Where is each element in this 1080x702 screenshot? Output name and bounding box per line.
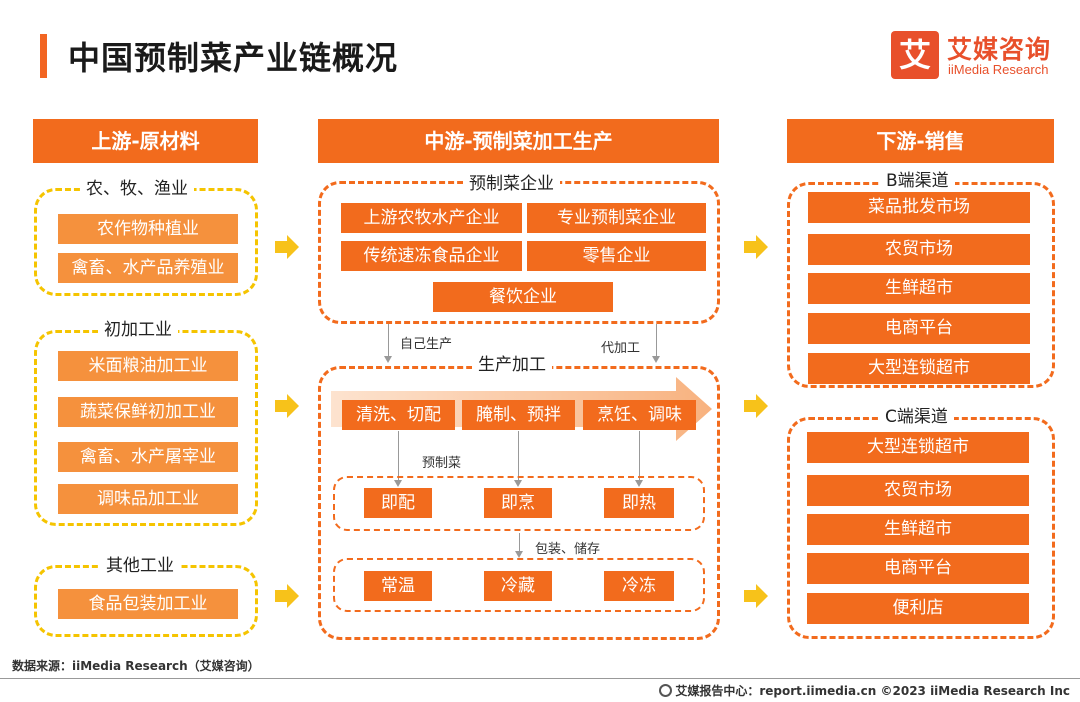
storage-item: 冷藏	[484, 571, 552, 601]
title-accent-bar	[40, 34, 47, 78]
process-step: 烹饪、调味	[583, 400, 696, 430]
connector-line	[519, 533, 520, 553]
process-step: 清洗、切配	[342, 400, 455, 430]
c-channel-label: C端渠道	[879, 402, 954, 427]
upstream-item: 禽畜、水产品养殖业	[58, 253, 238, 283]
flow-arrow-icon	[275, 584, 299, 608]
upstream-item: 调味品加工业	[58, 484, 238, 514]
upstream-group-label: 农、牧、渔业	[80, 174, 194, 199]
b-channel-item: 大型连锁超市	[808, 353, 1030, 384]
flow-arrow-icon	[744, 235, 768, 259]
midstream-header: 中游-预制菜加工生产	[318, 119, 719, 163]
arrow-head-icon	[384, 356, 392, 363]
b-channel-item: 电商平台	[808, 313, 1030, 344]
b-channel-item: 农贸市场	[808, 234, 1030, 265]
flow-arrow-icon	[744, 584, 768, 608]
ready-type-item: 即烹	[484, 488, 552, 518]
c-channel-item: 便利店	[807, 593, 1029, 624]
c-channel-item: 电商平台	[807, 553, 1029, 584]
downstream-header: 下游-销售	[787, 119, 1054, 163]
upstream-item: 食品包装加工业	[58, 589, 238, 619]
ready-type-group	[333, 476, 705, 531]
globe-icon	[659, 684, 673, 697]
connector-line	[388, 324, 389, 358]
upstream-item: 蔬菜保鲜初加工业	[58, 397, 238, 427]
storage-item: 常温	[364, 571, 432, 601]
footer-divider	[0, 678, 1080, 679]
c-channel-item: 生鲜超市	[807, 514, 1029, 545]
footer: 艾媒报告中心：report.iimedia.cn ©2023 iiMedia R…	[659, 682, 1070, 699]
ready-type-item: 即配	[364, 488, 432, 518]
upstream-header: 上游-原材料	[33, 119, 258, 163]
upstream-item: 米面粮油加工业	[58, 351, 238, 381]
upstream-group-label: 初加工业	[98, 315, 178, 340]
iimedia-logo-icon: 艾	[891, 31, 939, 79]
arrow-head-icon	[635, 480, 643, 487]
upstream-item: 农作物种植业	[58, 214, 238, 244]
data-source: 数据来源：iiMedia Research（艾媒咨询）	[12, 659, 260, 673]
c-channel-item: 农贸市场	[807, 475, 1029, 506]
enterprise-item: 专业预制菜企业	[527, 203, 706, 233]
contract-processing-label: 代加工	[601, 341, 641, 356]
process-step: 腌制、预拌	[462, 400, 575, 430]
b-channel-item: 菜品批发市场	[808, 192, 1030, 223]
connector-line	[656, 324, 657, 358]
enterprise-item: 零售企业	[527, 241, 706, 271]
arrow-head-icon	[394, 480, 402, 487]
b-channel-label: B端渠道	[880, 166, 955, 191]
flow-arrow-icon	[744, 394, 768, 418]
production-group-label: 生产加工	[472, 350, 552, 375]
arrow-head-icon	[652, 356, 660, 363]
connector-line	[518, 431, 519, 482]
page-title: 中国预制菜产业链概况	[68, 39, 399, 77]
c-channel-item: 大型连锁超市	[807, 432, 1029, 463]
self-production-label: 自己生产	[400, 337, 453, 352]
enterprise-item: 传统速冻食品企业	[341, 241, 522, 271]
arrow-head-icon	[515, 551, 523, 558]
storage-item: 冷冻	[604, 571, 674, 601]
prepared-dish-label: 预制菜	[422, 456, 462, 471]
enterprise-item: 餐饮企业	[433, 282, 613, 312]
flow-arrow-icon	[275, 235, 299, 259]
upstream-item: 禽畜、水产屠宰业	[58, 442, 238, 472]
b-channel-item: 生鲜超市	[808, 273, 1030, 304]
ready-type-item: 即热	[604, 488, 674, 518]
arrow-head-icon	[514, 480, 522, 487]
connector-line	[639, 431, 640, 482]
connector-line	[398, 431, 399, 482]
footer-text: 艾媒报告中心：report.iimedia.cn ©2023 iiMedia R…	[675, 684, 1070, 698]
pack-storage-label: 包装、储存	[535, 542, 601, 557]
storage-group	[333, 558, 705, 612]
upstream-group-label: 其他工业	[100, 551, 180, 576]
logo-name-cn: 艾媒咨询	[947, 35, 1052, 64]
flow-arrow-icon	[275, 394, 299, 418]
logo-name-en: iiMedia Research	[948, 62, 1049, 77]
enterprise-group-label: 预制菜企业	[463, 169, 560, 194]
enterprise-item: 上游农牧水产企业	[341, 203, 522, 233]
